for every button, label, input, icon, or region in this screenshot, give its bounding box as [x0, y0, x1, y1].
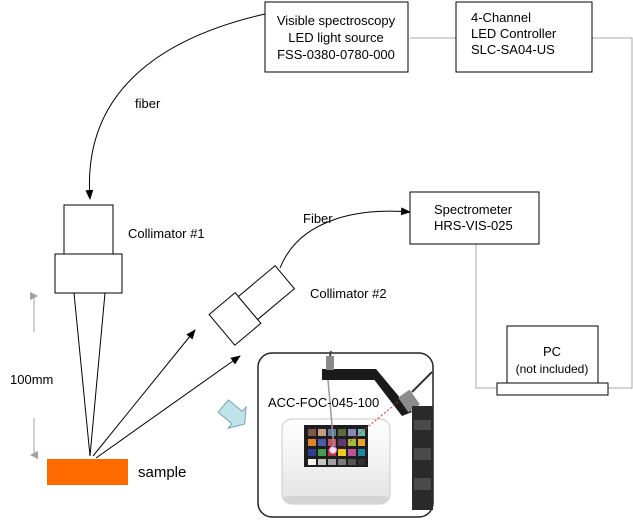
fiber-right-label: Fiber — [303, 211, 333, 226]
sample-label: sample — [138, 464, 186, 481]
collection-rays — [92, 329, 241, 459]
spectrometer-line2: HRS-VIS-025 — [434, 218, 513, 233]
distance-label: 100mm — [10, 372, 53, 387]
led-controller-line3: SLC-SA04-US — [471, 42, 555, 57]
collimator1 — [54, 204, 123, 294]
led-controller-box: 4-Channel LED Controller SLC-SA04-US — [455, 1, 593, 73]
led-controller-line2: LED Controller — [471, 26, 557, 41]
collimator2 — [208, 264, 296, 346]
collimator2-label: Collimator #2 — [310, 286, 387, 301]
sample-block — [47, 459, 128, 485]
fiber-to-spectrometer — [279, 207, 411, 269]
fiber-to-collimator1 — [85, 13, 266, 200]
pc-line1: PC — [543, 344, 561, 359]
light-spot — [329, 446, 337, 454]
light-source-box: Visible spectroscopy LED light source FS… — [264, 1, 409, 73]
collimator1-label: Collimator #1 — [128, 226, 205, 241]
light-source-line3: FSS-0380-0780-000 — [277, 47, 395, 62]
connection-wires — [410, 37, 633, 389]
light-source-line1: Visible spectroscopy — [277, 13, 396, 28]
light-source-line2: LED light source — [288, 30, 383, 45]
fiber-top-label: fiber — [135, 96, 161, 111]
wire-spectrometer-to-pc — [475, 244, 497, 389]
spectrometer-box: Spectrometer HRS-VIS-025 — [409, 191, 540, 245]
collimator-holder — [322, 350, 433, 510]
pc-line2: (not included) — [516, 362, 589, 376]
spectrometer-line1: Spectrometer — [434, 202, 513, 217]
inset-part-label: ACC-FOC-045-100 — [268, 395, 379, 410]
inset-photo: ACC-FOC-045-100 — [257, 350, 434, 518]
led-controller-line1: 4-Channel — [471, 10, 531, 25]
illumination-beam — [73, 292, 106, 457]
callout-arrow-icon — [217, 399, 247, 430]
pc-box: PC (not included) — [496, 325, 609, 396]
wire-controller-to-pc — [592, 37, 633, 389]
